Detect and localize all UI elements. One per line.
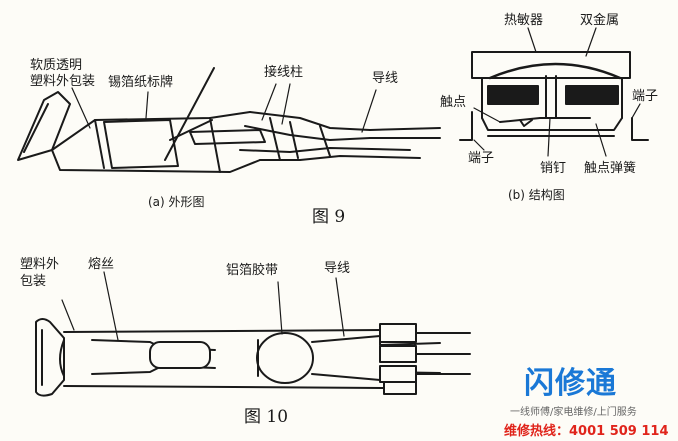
label-contact: 触点	[440, 95, 467, 110]
label-pin: 销钉	[540, 161, 567, 176]
watermark-logo: 闪修通	[524, 366, 617, 401]
caption-fig9: 图 9	[312, 207, 346, 227]
label-foil-tape: 铝箔胶带	[226, 263, 279, 278]
watermark: 闪修通 一线师傅/家电维修/上门服务 维修热线：4001 509 114	[494, 356, 678, 441]
label-sensor: 热敏器	[504, 13, 544, 28]
watermark-hotline: 维修热线：4001 509 114	[504, 424, 669, 439]
fig9b-shape	[459, 51, 649, 141]
caption-fig9a: (a) 外形图	[148, 195, 205, 209]
label-spring: 触点弹簧	[584, 161, 637, 176]
label-terminal-a: 接线柱	[264, 65, 304, 80]
label-terminal-right: 端子	[632, 89, 659, 104]
label-plastic-wrap-a: 软质透明 塑料外包装	[30, 58, 96, 89]
watermark-tagline: 一线师傅/家电维修/上门服务	[510, 407, 637, 418]
label-bimetal: 双金属	[580, 13, 620, 28]
caption-fig10: 图 10	[244, 407, 289, 427]
fig9a-shape	[17, 67, 441, 173]
fig10-shape	[35, 318, 471, 397]
label-lead-10: 导线	[324, 261, 351, 276]
label-foil-tag: 锡箔纸标牌	[108, 75, 174, 90]
label-plastic-wrap-10: 塑料外 包装	[20, 257, 60, 289]
label-lead-a: 导线	[372, 71, 399, 86]
label-terminal-left: 端子	[468, 151, 495, 166]
caption-fig9b: (b) 结构图	[508, 188, 565, 202]
label-fuse: 熔丝	[88, 257, 115, 272]
